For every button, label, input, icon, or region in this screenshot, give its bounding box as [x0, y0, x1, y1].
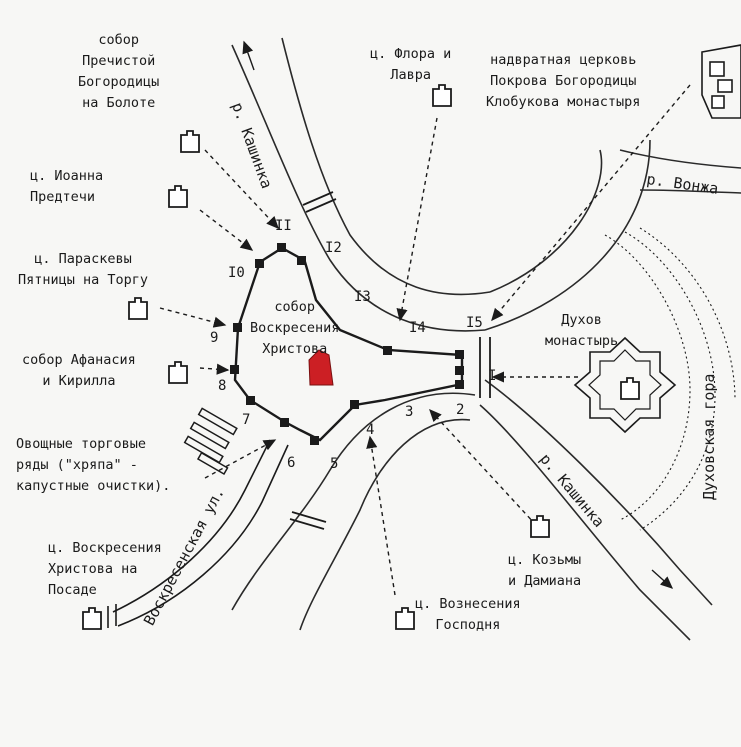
river-kashinka — [231, 37, 713, 641]
tower-number: II — [275, 218, 292, 234]
dukhov-monastery — [573, 336, 677, 434]
label-voznesen: ц. Вознесения Господня — [415, 596, 521, 633]
label-afanasiya: собор Афанасия и Кирилла — [22, 352, 136, 389]
label-ioanna: ц. Иоанна Предтечи — [30, 168, 104, 205]
klobukov-monastery — [701, 44, 741, 119]
tower-number: I4 — [409, 320, 426, 336]
market-rows — [183, 407, 238, 475]
label-flora-lavra: ц. Флора и Лавра — [370, 46, 452, 83]
dukhovskaya-hill — [604, 227, 736, 531]
label-kozmy: ц. Козьмы и Дамиана — [508, 552, 582, 589]
bridges — [289, 191, 491, 530]
tower-number: I2 — [325, 240, 342, 256]
tower-number: 5 — [330, 456, 339, 472]
tower-number: I0 — [228, 265, 245, 281]
label-dukhovskaya-gora: Духовская гора — [700, 373, 718, 500]
tower-number: 9 — [210, 330, 219, 346]
tower-number: 2 — [456, 402, 465, 418]
label-posad: ц. Воскресения Христова на Посаде — [48, 540, 162, 598]
street-voskresenskaya — [107, 439, 289, 628]
pointer-lines — [159, 84, 691, 596]
label-pokrov: надвратная церковь Покрова Богородицы Кл… — [486, 52, 641, 110]
tower-number: I — [488, 368, 497, 384]
flow-arrows — [242, 40, 674, 589]
tower-number: I5 — [466, 315, 483, 331]
label-sobor-bogoroditsy: собор Пречистой Богородицы на Болоте — [78, 32, 160, 111]
tower-number: 3 — [405, 404, 414, 420]
kremlin-wall — [230, 243, 464, 445]
tower-number: I3 — [354, 289, 371, 305]
label-paraskevy: ц. Параскевы Пятницы на Торгу — [18, 251, 149, 288]
label-ryady: Овощные торговые ряды ("хряпа" - капустн… — [16, 436, 171, 494]
tower-number: 8 — [218, 378, 227, 394]
label-voskreseniya-sobor: собор Воскресения Христова — [250, 299, 340, 357]
label-dukhov: Духов монастырь — [545, 312, 619, 349]
tower-number: 4 — [366, 422, 375, 438]
tower-number: 6 — [287, 455, 296, 471]
tower-number: 7 — [242, 412, 251, 428]
